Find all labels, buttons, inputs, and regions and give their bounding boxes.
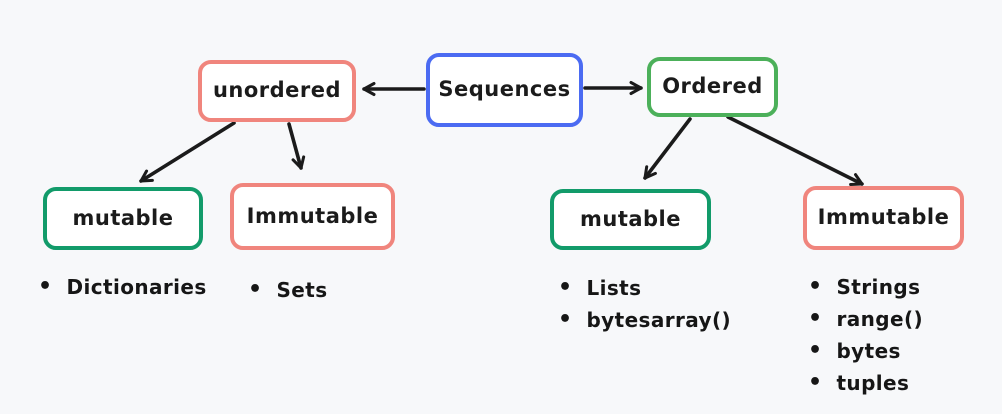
node-ordered-mutable-label: mutable: [579, 206, 681, 231]
arrow-unordered-to-mutable: [139, 121, 236, 183]
node-sequences-label: Sequences: [438, 77, 571, 101]
node-unordered-immutable[interactable]: Immutable: [230, 183, 395, 250]
list-item: • bytesarray(): [558, 304, 731, 336]
bullet-dot-icon: •: [558, 275, 573, 300]
node-ordered-label: Ordered: [662, 74, 763, 98]
list-item-label: Lists: [586, 276, 642, 300]
list-item-label: Dictionaries: [66, 275, 207, 299]
unordered-mutable-list: • Dictionaries: [38, 271, 207, 303]
list-item-label: bytesarray(): [586, 308, 732, 332]
node-unordered[interactable]: unordered: [198, 60, 356, 122]
arrow-ordered-to-mutable: [643, 117, 692, 180]
list-item: • tuples: [808, 367, 923, 399]
node-ordered-mutable[interactable]: mutable: [550, 189, 711, 250]
bullet-dot-icon: •: [808, 306, 823, 331]
node-unordered-label: unordered: [212, 78, 342, 102]
list-item-label: tuples: [836, 371, 910, 395]
node-unordered-mutable-label: mutable: [72, 205, 174, 230]
node-ordered-immutable[interactable]: Immutable: [803, 186, 964, 250]
bullet-dot-icon: •: [808, 338, 823, 363]
list-item: • Sets: [248, 274, 328, 306]
unordered-immutable-list: • Sets: [248, 274, 328, 306]
node-unordered-mutable[interactable]: mutable: [43, 187, 203, 250]
list-item-label: Sets: [276, 278, 328, 302]
node-ordered-immutable-label: Immutable: [817, 205, 950, 229]
list-item-label: Strings: [836, 275, 921, 299]
list-item: • Dictionaries: [38, 271, 207, 303]
list-item-label: range(): [836, 307, 924, 331]
list-item: • range(): [808, 303, 923, 335]
bullet-dot-icon: •: [808, 274, 823, 299]
bullet-dot-icon: •: [38, 274, 53, 299]
arrow-ordered-to-immutable: [726, 115, 864, 186]
list-item: • Strings: [808, 271, 923, 303]
node-unordered-immutable-label: Immutable: [246, 203, 379, 228]
bullet-dot-icon: •: [808, 370, 823, 395]
list-item-label: bytes: [836, 339, 901, 363]
ordered-immutable-list: • Strings • range() • bytes • tuples: [808, 271, 923, 399]
node-sequences[interactable]: Sequences: [426, 53, 583, 127]
list-item: • bytes: [808, 335, 923, 367]
list-item: • Lists: [558, 272, 731, 304]
arrow-unordered-to-immutable: [287, 122, 306, 170]
bullet-dot-icon: •: [248, 277, 263, 302]
bullet-dot-icon: •: [558, 307, 573, 332]
ordered-mutable-list: • Lists • bytesarray(): [558, 272, 731, 336]
node-ordered[interactable]: Ordered: [647, 57, 778, 117]
